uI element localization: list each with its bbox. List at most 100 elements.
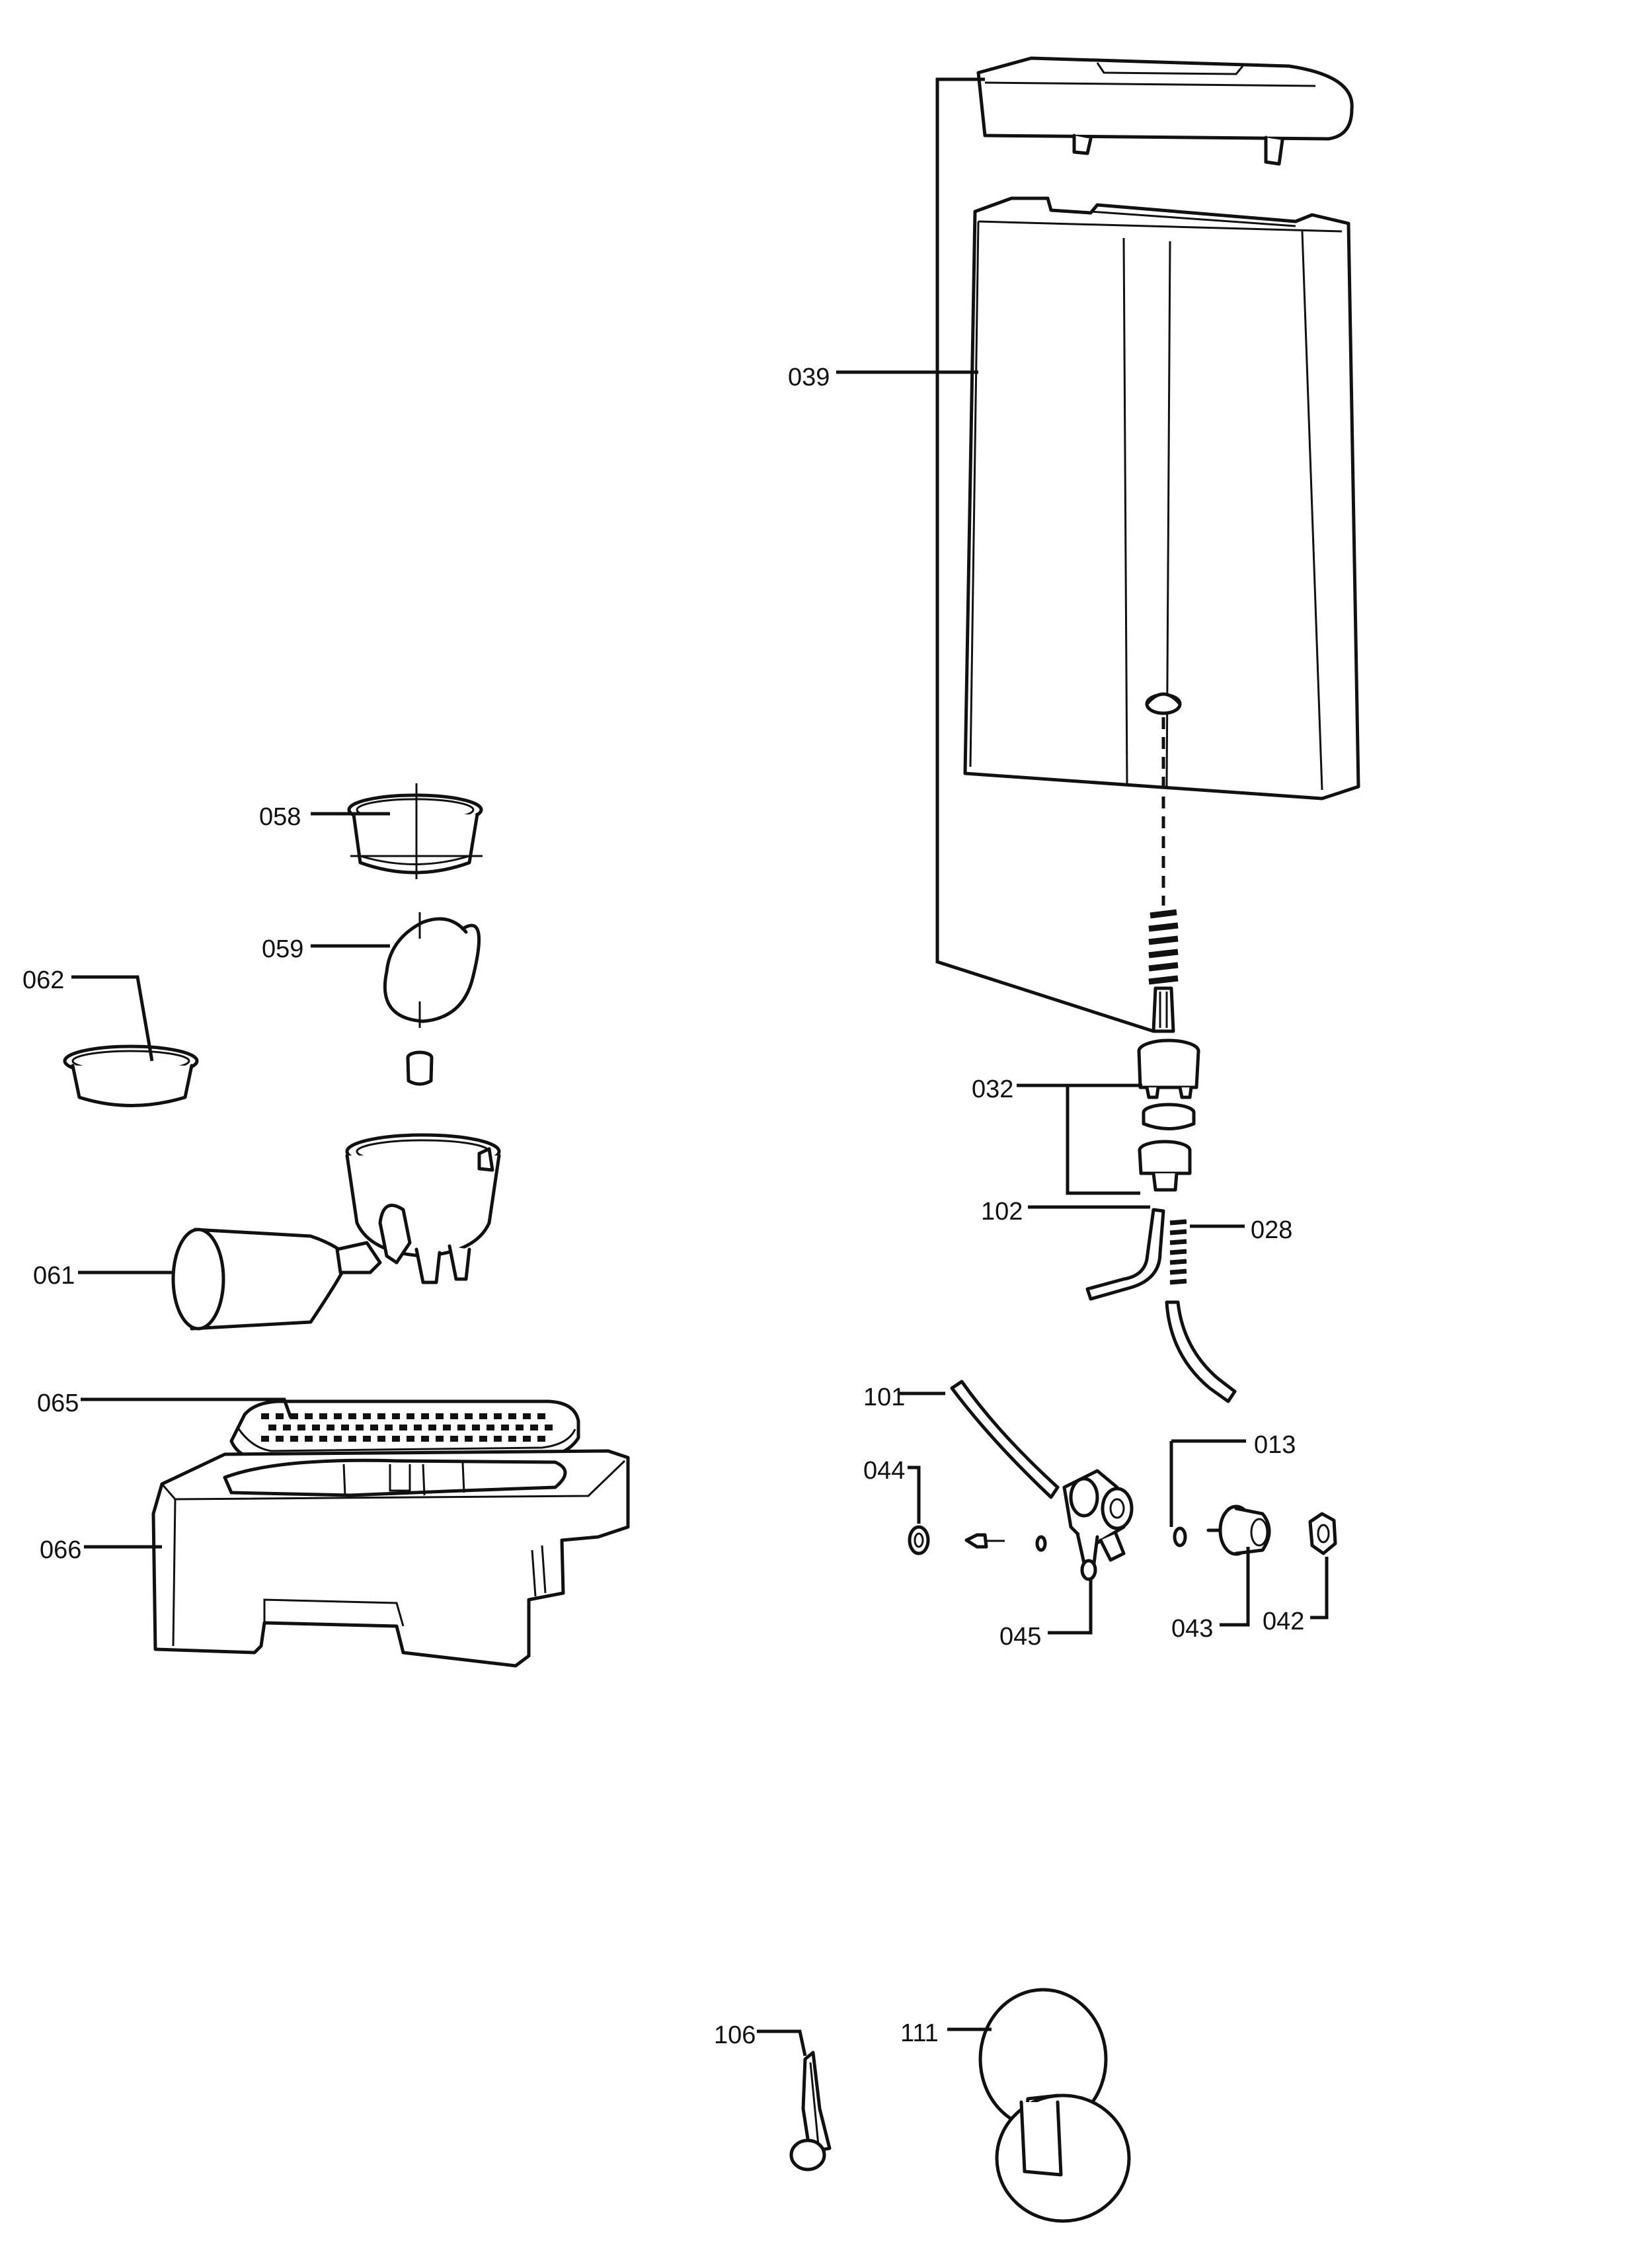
- grille-hole: [319, 1413, 327, 1419]
- part-labels: 039 058 059 062 032 102 028 061 065 101 …: [22, 364, 1304, 2049]
- grille-hole: [421, 1436, 429, 1442]
- grille-hole: [523, 1436, 531, 1442]
- grille-hole: [414, 1425, 422, 1430]
- tank-lid: [976, 56, 1354, 166]
- grille-hole: [268, 1425, 276, 1430]
- valve-stem: [1152, 986, 1175, 1033]
- steam-valve-045: [1062, 1469, 1134, 1581]
- grille-hole: [450, 1413, 458, 1419]
- valve-insert: [406, 1050, 434, 1086]
- grille-hole: [494, 1413, 502, 1419]
- grille-hole: [508, 1413, 516, 1419]
- grille-hole: [334, 1413, 342, 1419]
- nut-042: [1308, 1512, 1337, 1555]
- valve-body: [1137, 1038, 1200, 1192]
- grille-hole: [276, 1413, 284, 1419]
- grille-hole: [348, 1413, 356, 1419]
- spring-clip-059: [383, 912, 481, 1028]
- grille-hole: [465, 1436, 473, 1442]
- grille-hole: [399, 1425, 407, 1430]
- grille-hole: [392, 1413, 400, 1419]
- valve-spring: [1148, 909, 1179, 985]
- label-013: 013: [1254, 1431, 1296, 1459]
- grille-hole: [261, 1413, 269, 1419]
- grille-hole: [501, 1425, 509, 1430]
- grille-hole: [370, 1425, 378, 1430]
- grille-hole: [436, 1413, 444, 1419]
- label-043: 043: [1171, 1615, 1213, 1643]
- hose: [1165, 1300, 1237, 1403]
- label-044: 044: [863, 1457, 905, 1485]
- grille-hole: [305, 1436, 313, 1442]
- label-102: 102: [981, 1198, 1023, 1226]
- grille-hole: [319, 1436, 327, 1442]
- label-061: 061: [33, 1262, 75, 1290]
- knob-043: [1206, 1505, 1271, 1556]
- grille-hole: [377, 1413, 385, 1419]
- label-101: 101: [863, 1384, 905, 1411]
- grille-hole: [472, 1425, 480, 1430]
- label-032: 032: [972, 1075, 1013, 1103]
- leader-lines: [71, 77, 1329, 2056]
- grille-hole: [327, 1425, 334, 1430]
- grille-hole: [537, 1436, 545, 1442]
- grille-hole: [457, 1425, 465, 1430]
- spring-028: [1169, 1219, 1187, 1285]
- grille-hole: [479, 1413, 487, 1419]
- grille-hole: [545, 1425, 553, 1430]
- grille-hole: [428, 1425, 436, 1430]
- grille-hole: [356, 1425, 364, 1430]
- grille-hole: [407, 1413, 414, 1419]
- label-059: 059: [262, 935, 303, 963]
- grille-hole: [436, 1436, 444, 1442]
- label-045: 045: [999, 1623, 1041, 1651]
- drip-tray-066: [151, 1449, 630, 1668]
- grille-hole: [450, 1436, 458, 1442]
- tamper-disc-111: [978, 1988, 1131, 2223]
- label-039: 039: [788, 364, 830, 391]
- grille-hole: [443, 1425, 451, 1430]
- grille-hole: [363, 1413, 371, 1419]
- label-065: 065: [37, 1389, 79, 1417]
- grille-hole: [537, 1413, 545, 1419]
- filter-basket-062: [63, 1044, 199, 1107]
- grille-hole: [508, 1436, 516, 1442]
- label-062: 062: [22, 966, 64, 994]
- grille-hole: [305, 1413, 313, 1419]
- portafilter-061: [171, 1133, 501, 1331]
- grille-hole: [465, 1413, 473, 1419]
- grille-hole: [276, 1436, 284, 1442]
- label-111: 111: [900, 2019, 939, 2047]
- grille-hole: [348, 1436, 356, 1442]
- o-ring-013: [1173, 1526, 1187, 1547]
- grille-hole: [523, 1413, 531, 1419]
- grille-hole: [516, 1425, 524, 1430]
- grille-hole: [290, 1436, 298, 1442]
- water-tank: [963, 196, 1360, 801]
- grille-hole: [363, 1436, 371, 1442]
- filter-basket-058: [347, 783, 483, 879]
- grille-hole: [392, 1436, 400, 1442]
- grille-hole: [494, 1436, 502, 1442]
- grille-hole: [261, 1436, 269, 1442]
- label-028: 028: [1251, 1216, 1292, 1244]
- grille-hole: [312, 1425, 320, 1430]
- tube-102: [1085, 1208, 1165, 1301]
- grille-hole: [283, 1425, 291, 1430]
- tube-101: [950, 1380, 1060, 1499]
- grille-holes: [261, 1413, 553, 1442]
- grille-hole: [407, 1436, 414, 1442]
- o-ring: [1035, 1535, 1047, 1552]
- grille-hole: [487, 1425, 494, 1430]
- grille-hole: [385, 1425, 393, 1430]
- grille-hole: [290, 1413, 298, 1419]
- grille-hole: [334, 1436, 342, 1442]
- screw: [964, 1533, 1005, 1549]
- label-066: 066: [40, 1536, 81, 1564]
- grille-hole: [479, 1436, 487, 1442]
- washer-044: [908, 1525, 930, 1555]
- grille-hole: [421, 1413, 429, 1419]
- grille-hole: [341, 1425, 349, 1430]
